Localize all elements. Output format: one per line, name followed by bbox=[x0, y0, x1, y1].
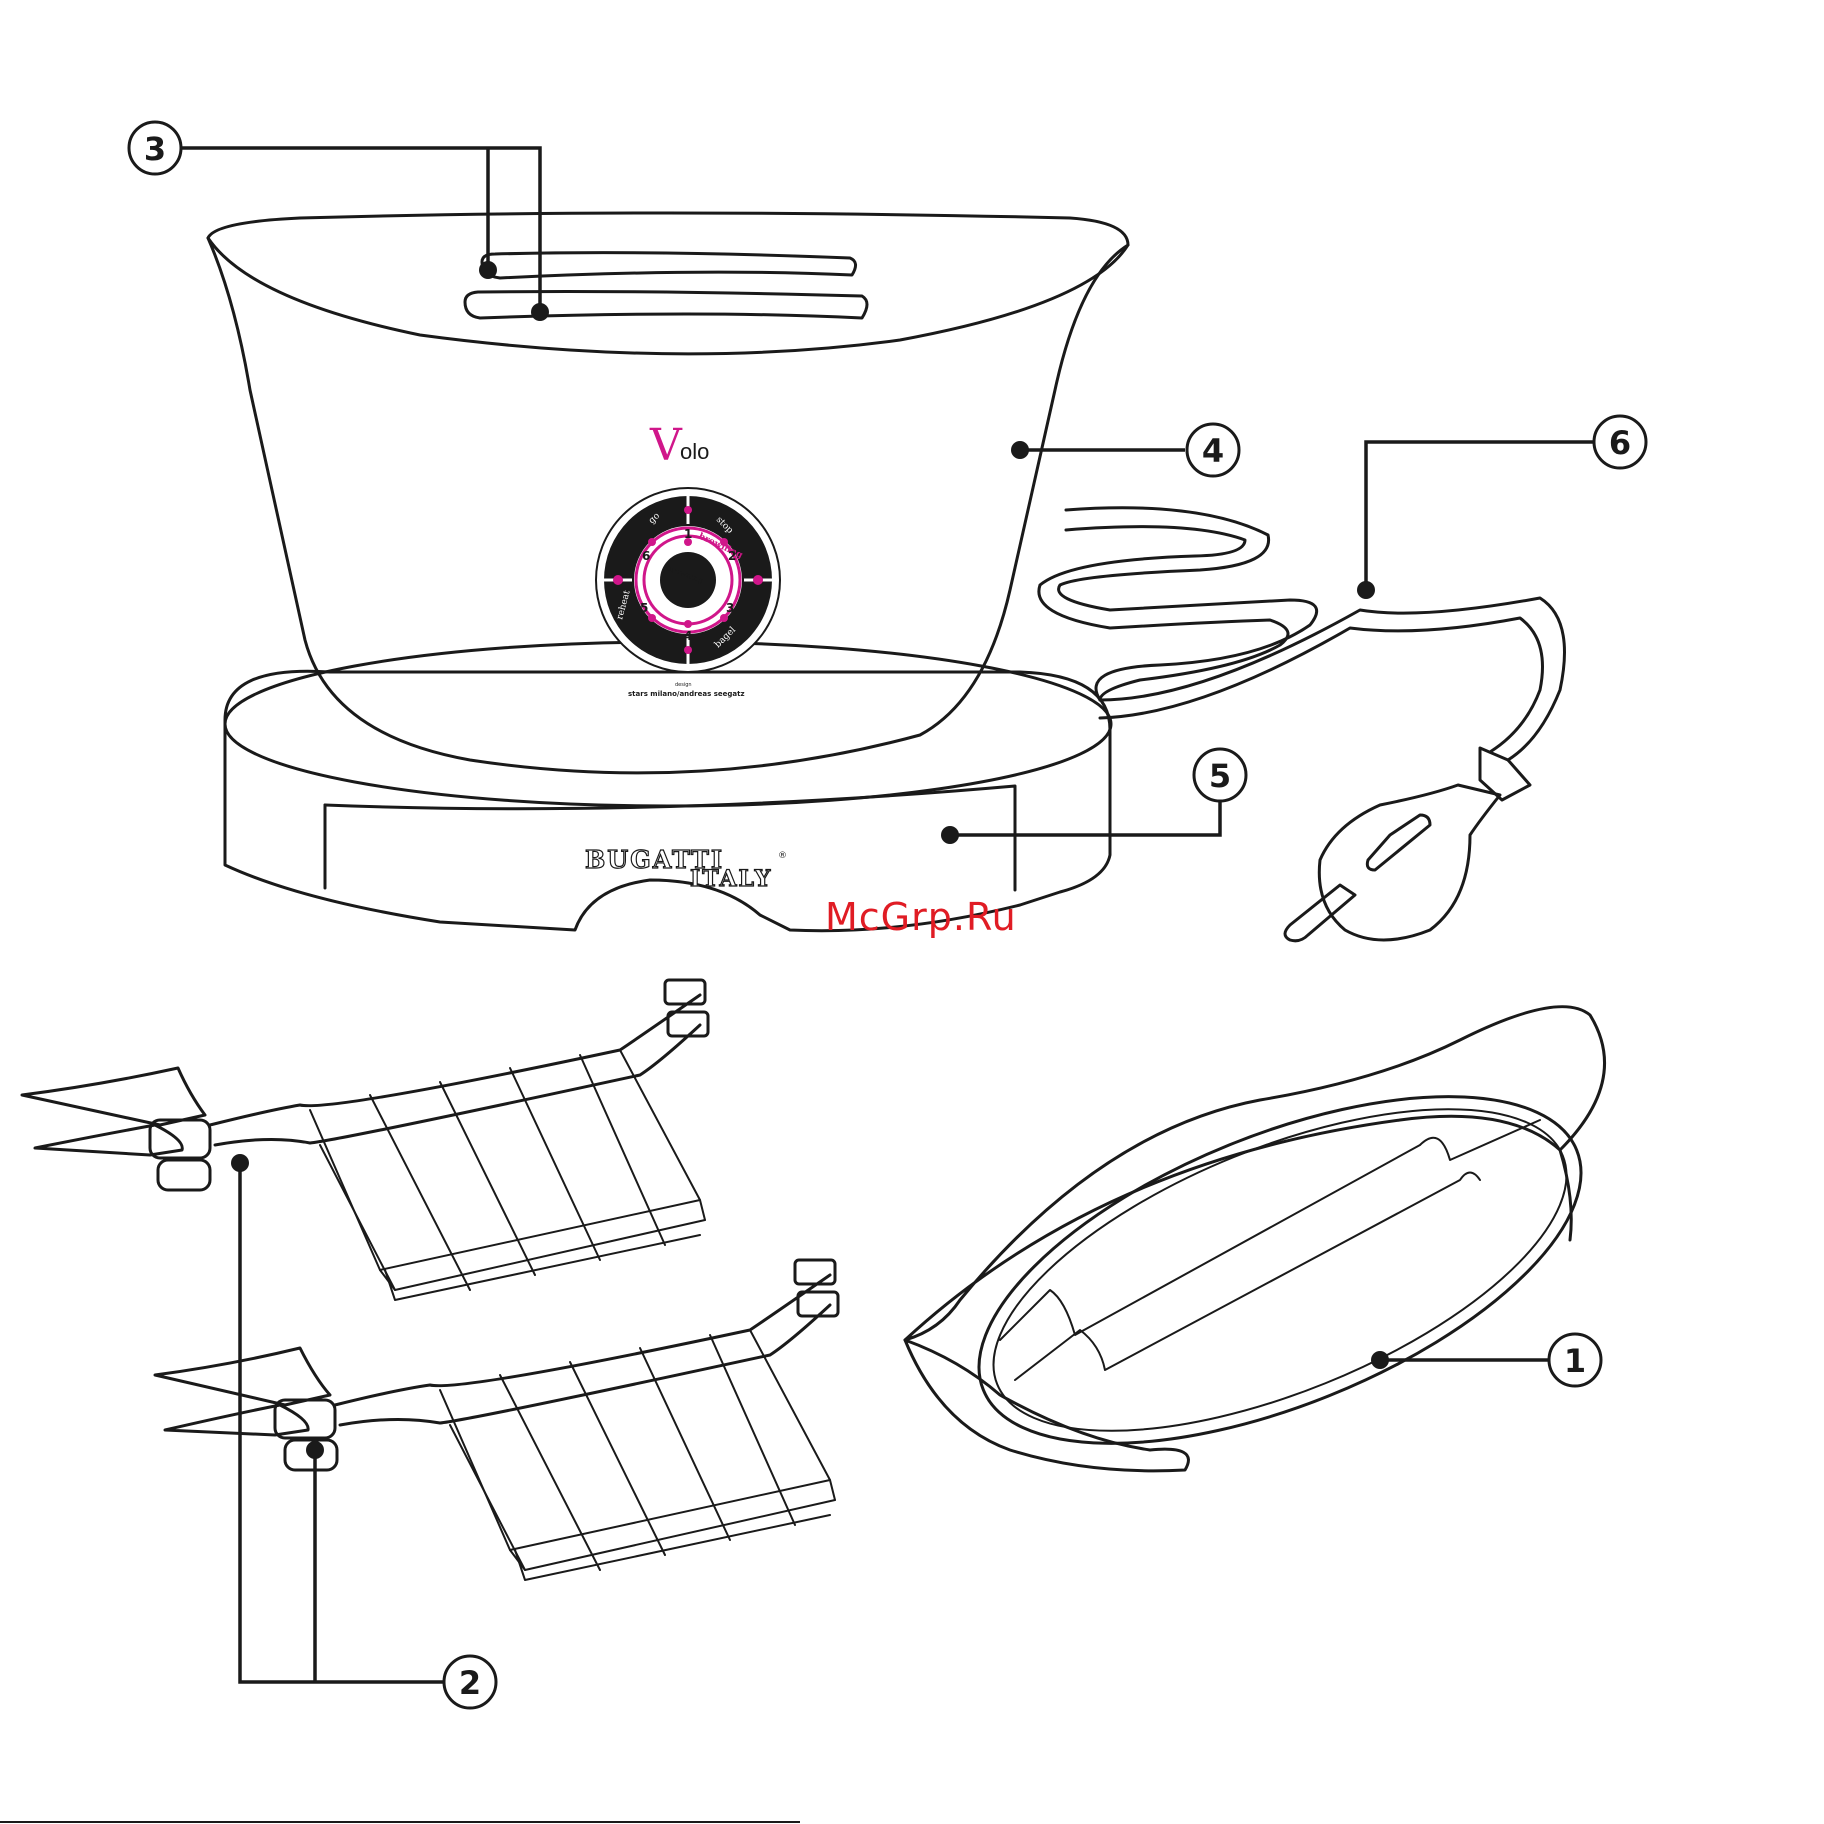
brand-sub: ITALY bbox=[690, 866, 772, 892]
browning-dial[interactable]: go stop reheat bagel browning browning 1… bbox=[596, 488, 780, 672]
toaster: V olo bbox=[208, 213, 1128, 931]
callout-3-number: 3 bbox=[144, 130, 166, 168]
callout-4: 4 bbox=[1187, 424, 1239, 476]
plug-pin bbox=[1285, 885, 1355, 941]
bread-slot-front bbox=[465, 292, 867, 319]
volo-logo-text: olo bbox=[680, 439, 709, 464]
bread-slot-back bbox=[482, 253, 856, 278]
callout-1-number: 1 bbox=[1564, 1342, 1586, 1380]
volo-logo-v: V bbox=[649, 420, 683, 471]
callout-3: 3 bbox=[129, 122, 181, 174]
watermark-text: McGrp.Ru bbox=[825, 895, 1017, 939]
callout-6: 6 bbox=[1594, 416, 1646, 468]
crumb-tray bbox=[325, 786, 1015, 890]
callout-6-number: 6 bbox=[1609, 424, 1631, 462]
dial-num-4: 4 bbox=[684, 629, 692, 643]
dial-num-3: 3 bbox=[726, 601, 734, 615]
callout-1: 1 bbox=[1549, 1334, 1601, 1386]
plug-body bbox=[1319, 785, 1500, 940]
bun-warmer bbox=[905, 1007, 1627, 1515]
plug-clip bbox=[1367, 815, 1430, 870]
callout-2: 2 bbox=[444, 1656, 496, 1708]
dial-num-5: 5 bbox=[640, 601, 648, 615]
dial-num-2: 2 bbox=[728, 549, 736, 563]
sandwich-rack-bottom bbox=[155, 1260, 838, 1580]
toaster-base bbox=[225, 671, 1110, 931]
dial-num-6: 6 bbox=[642, 549, 650, 563]
dial-num-1: 1 bbox=[684, 527, 692, 541]
power-cord bbox=[1039, 508, 1565, 941]
registered-mark: ® bbox=[778, 851, 787, 861]
callout-4-number: 4 bbox=[1202, 432, 1224, 470]
sandwich-rack-top bbox=[22, 980, 708, 1300]
callout-5: 5 bbox=[1194, 749, 1246, 801]
callout-2-number: 2 bbox=[459, 1664, 481, 1702]
design-label: design bbox=[675, 682, 692, 688]
callout-5-number: 5 bbox=[1209, 757, 1231, 795]
design-credit: stars milano/andreas seegatz bbox=[628, 690, 745, 698]
